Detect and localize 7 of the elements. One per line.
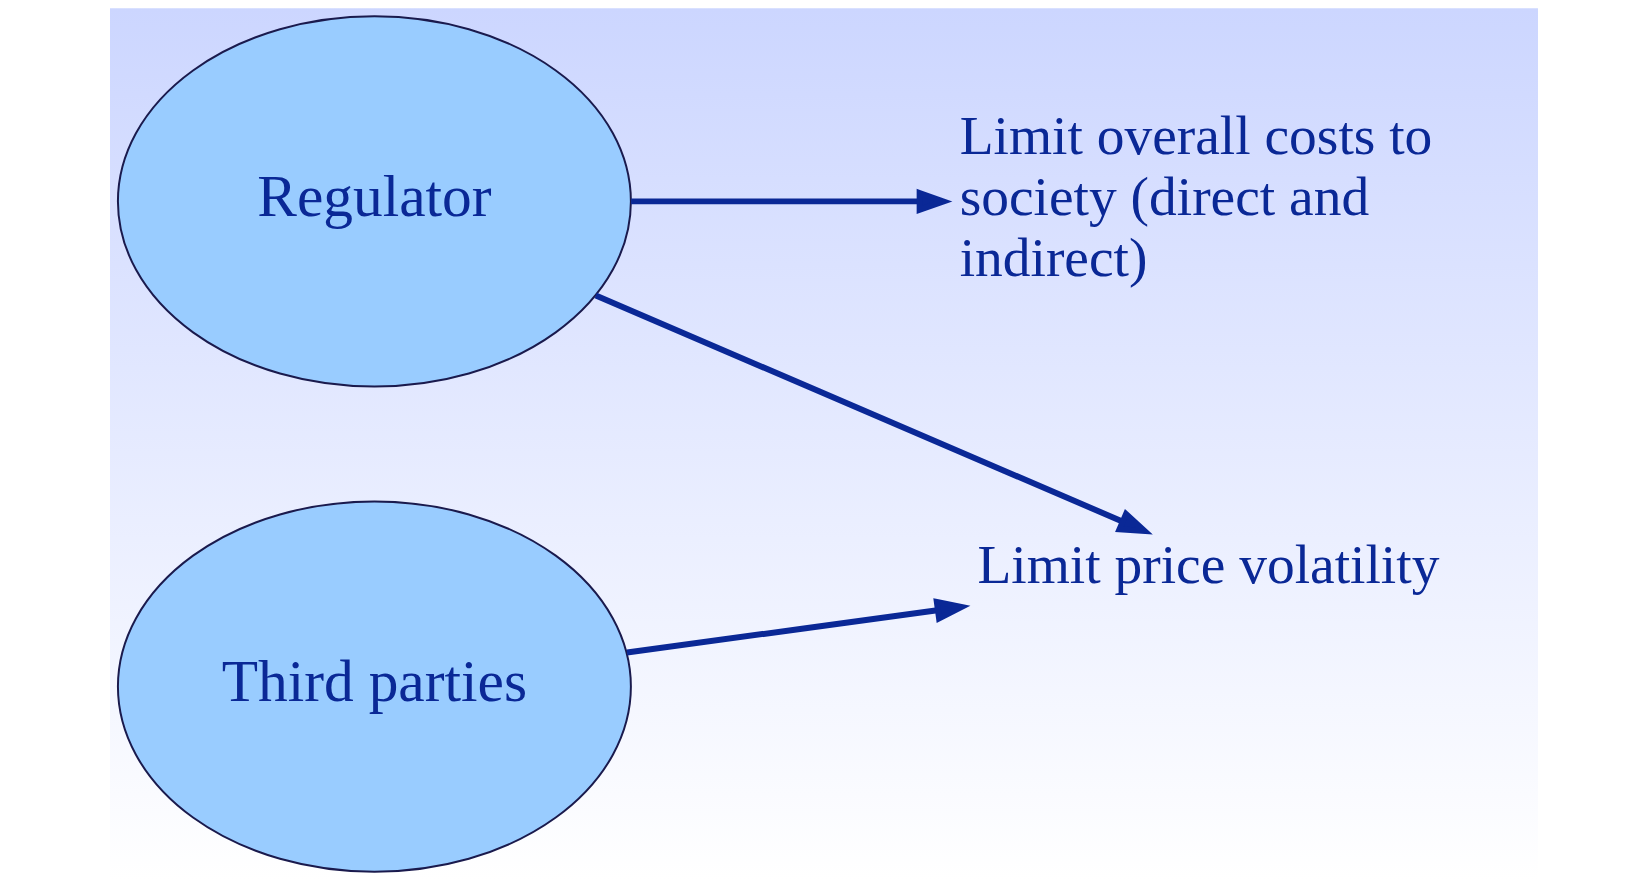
- arrow: [594, 292, 1153, 535]
- node-ellipse: Third parties: [116, 500, 632, 873]
- node-text: Limit price volatility: [977, 534, 1440, 596]
- arrow: [631, 188, 953, 214]
- node-text: Limit overall costs to society (direct and indirect): [959, 104, 1433, 289]
- arrow: [626, 598, 971, 656]
- node-ellipse: Regulator: [116, 15, 632, 388]
